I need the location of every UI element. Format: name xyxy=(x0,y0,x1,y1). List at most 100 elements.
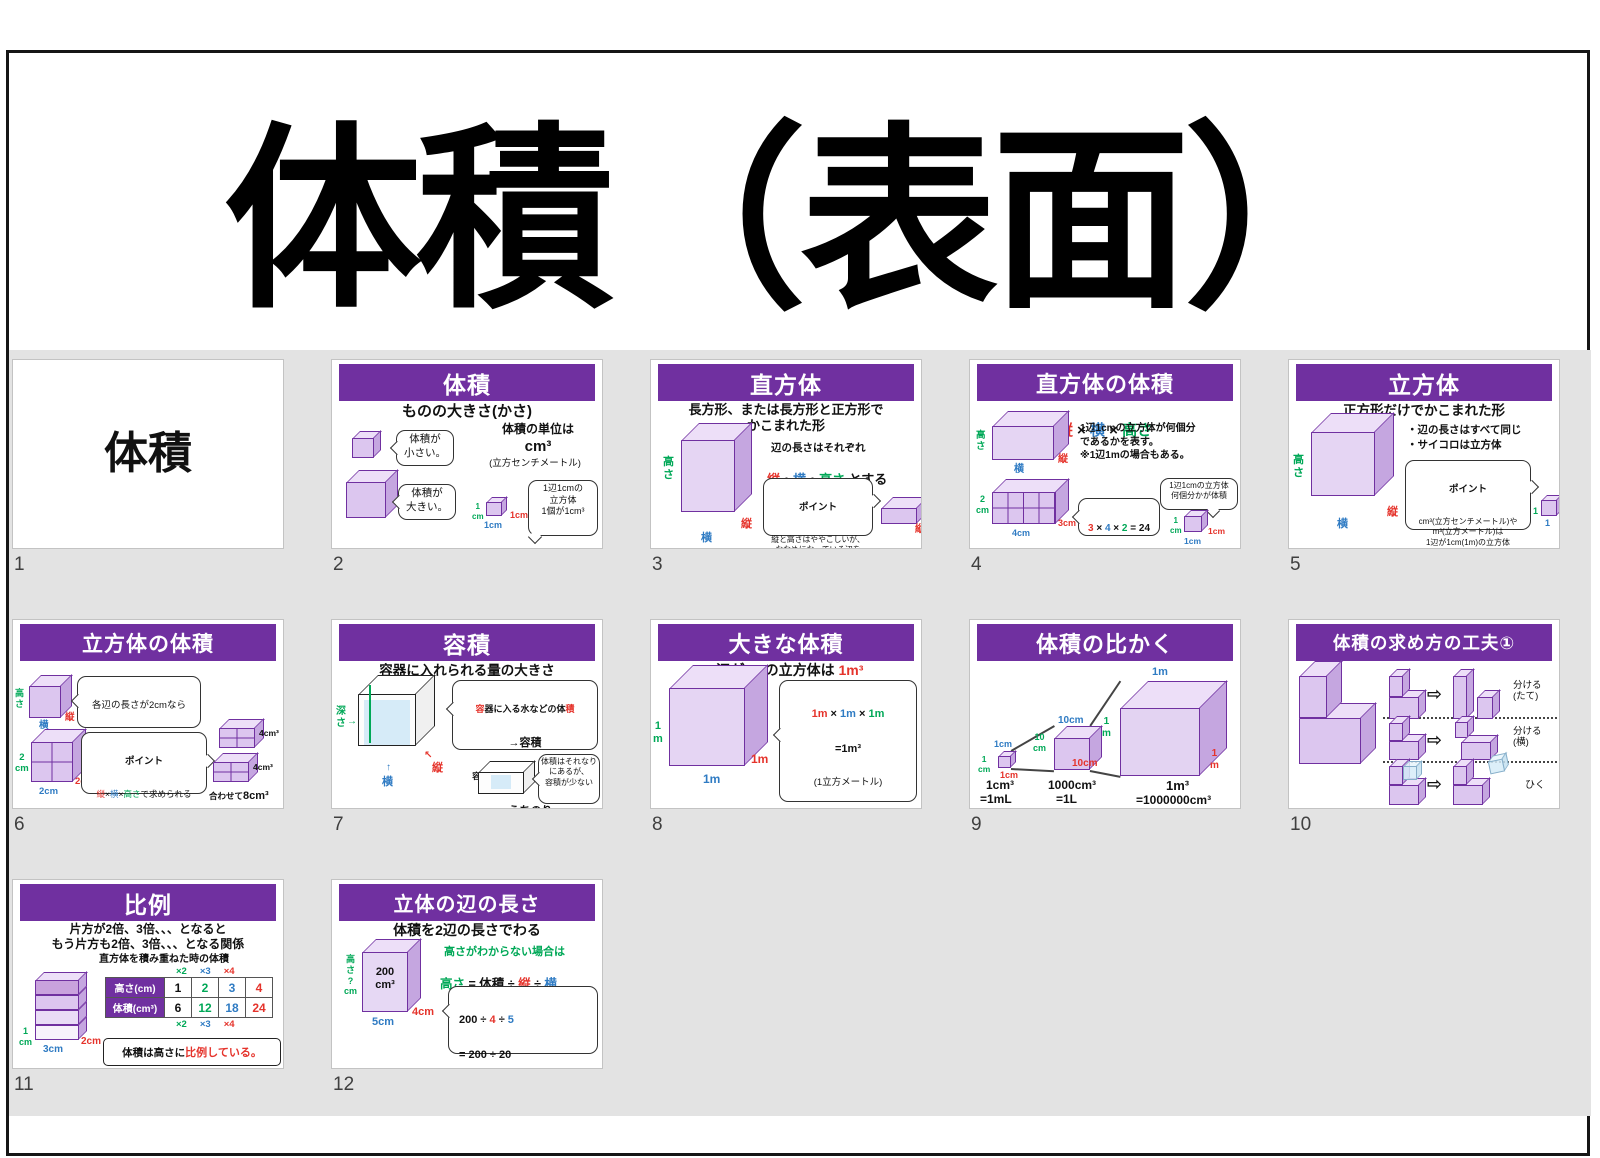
slide12-subtitle: 体積を2辺の長さでわる xyxy=(393,922,541,938)
c2-caption: 1000cm³ xyxy=(1048,778,1097,792)
point-title: ポイント xyxy=(124,755,163,767)
text-run: 比例している。 xyxy=(185,1047,262,1059)
c3-caption2: =1000000cm³ xyxy=(1136,793,1212,807)
example-line1: 各辺の長さが2cmなら xyxy=(92,699,186,711)
mini-l-top xyxy=(1389,676,1403,697)
c2-caption2: =1L xyxy=(1056,792,1078,806)
c1-caption: 1cm³ xyxy=(986,778,1015,792)
slide-number-9: 9 xyxy=(971,814,982,835)
dim-label-blue: 3cm xyxy=(43,1044,64,1055)
slide-number-2: 2 xyxy=(333,554,344,575)
edge-label-blue: 1m xyxy=(703,772,721,786)
slide7-title-bar: 容積 xyxy=(339,624,595,661)
box-volume-label: 200 cm³ xyxy=(375,966,395,992)
slide-thumbnail-2[interactable]: 体積 ものの大きさ(かさ) 体積が 小さい。 体積が 大きい。 体積の単位は c… xyxy=(331,359,603,549)
text-run: × xyxy=(118,788,124,799)
slide8-title-bar: 大きな体積 xyxy=(658,624,914,661)
water-fill xyxy=(364,700,410,745)
dim-label-blue: 4cm xyxy=(1012,528,1031,538)
cell: 12 xyxy=(191,997,219,1018)
text-run: ×2 xyxy=(176,1019,187,1030)
slide-thumbnail-8[interactable]: 大きな体積 1辺が1mの立方体は 1m³ 1 m 1m 1m 1m × 1m ×… xyxy=(650,619,922,809)
slide-thumbnail-1[interactable]: 体積 xyxy=(12,359,284,549)
text-run: × xyxy=(855,707,869,720)
slide4-title-bar: 直方体の体積 xyxy=(977,364,1233,401)
table-row: 高さ(cm) 1 2 3 4 xyxy=(105,977,273,998)
slide1-title: 体積 xyxy=(104,429,192,478)
slide-thumbnail-11[interactable]: 比例 片方が2倍、3倍、、、となると もう片方も2倍、3倍、、、となる関係 直方… xyxy=(12,879,284,1069)
bullet-2: ・サイコロは立方体 xyxy=(1407,439,1502,451)
slide5-title-bar: 立方体 xyxy=(1296,364,1552,401)
conv-line3: (1立方メートル) xyxy=(813,776,883,788)
unit-intro: 体積の単位は xyxy=(501,422,574,436)
edge-label-green: 1 cm xyxy=(1170,516,1182,535)
slide-thumbnail-9[interactable]: 体積の比かく 1cm 1 cm 1cm 10cm 10 cm 10cm 1m 1… xyxy=(969,619,1241,809)
edge-label-blue: 1cm xyxy=(484,520,503,530)
unit-cube-icon xyxy=(486,502,502,516)
width-label: 横 xyxy=(701,532,712,544)
meter-cube-icon xyxy=(1120,708,1200,776)
dim-label-blue: 2cm xyxy=(39,786,59,797)
text-run: = 24 xyxy=(1127,522,1151,534)
point-body: 縦と高さはややこしいが、 ななめになっている辺を 縦とする場合が多い。 xyxy=(771,534,865,548)
text-run: × xyxy=(1072,421,1090,439)
unit-cube-bubble: 1辺1cmの立方体 何個分かが体積 xyxy=(1160,478,1238,510)
tate-label: 縦 xyxy=(432,762,443,774)
dim-label-red: 3cm xyxy=(1058,518,1077,528)
depth-label: 縦 xyxy=(1387,506,1398,518)
depth2-arrow-icon: ↖ xyxy=(424,750,433,761)
slide-thumbnail-6[interactable]: 立方体の体積 1辺 × 1辺 × 1辺 高 さ 横 縦 各辺の長さが2cmなら … xyxy=(12,619,284,809)
unit-cube-icon xyxy=(1184,516,1202,532)
height-label: 高 さ xyxy=(663,456,674,482)
slide12-title-bar: 立体の辺の長さ xyxy=(339,884,595,921)
slide-number-7: 7 xyxy=(333,814,344,835)
calc-line: 3 × 4 × 2 = 24 xyxy=(1081,522,1157,535)
l-shape-bottom xyxy=(1299,718,1361,764)
slide-thumbnail-7[interactable]: 容積 容器に入れられる量の大きさ 深 さ → ↑ 横 ↖ 縦 容器に入る水などの… xyxy=(331,619,603,809)
dim-label-green: 1 cm xyxy=(19,1026,33,1047)
multiplier-row-bottom: ×2×3×4 xyxy=(176,1019,235,1030)
width-label: 横 xyxy=(382,776,393,788)
slide-thumbnail-4[interactable]: 直方体の体積 縦 × 横 × 高さ 高 さ 横 縦 1辺1cmの立方体が何個分 … xyxy=(969,359,1241,549)
text-run: 横 xyxy=(1089,421,1105,439)
description: 1辺1cmの立方体が何個分 であるかを表す。 ※1辺1mの場合もある。 xyxy=(1080,423,1196,461)
bullet-1: ・辺の長さはすべて同じ xyxy=(1407,424,1522,436)
scale-line xyxy=(1089,770,1121,778)
depth-arrow-icon: → xyxy=(347,716,357,727)
slide-number-1: 1 xyxy=(14,554,25,575)
half-cube-icon xyxy=(219,728,255,748)
slide-thumbnail-10[interactable]: 体積の求め方の工夫① ⇨ 分ける (たて) ⇨ 分ける (横) ⇨ ひく xyxy=(1288,619,1560,809)
cap-line2: →容積 xyxy=(508,737,542,750)
width-label: 横 xyxy=(39,720,49,731)
slide6-title-bar: 立方体の体積 xyxy=(20,624,276,661)
shallow-container-icon xyxy=(478,772,524,794)
slide-number-10: 10 xyxy=(1290,814,1312,835)
cell: 3 xyxy=(218,977,246,998)
slide-thumbnail-3[interactable]: 直方体 長方形、または長方形と正方形で かこまれた形 高 さ 横 縦 辺の長さは… xyxy=(650,359,922,549)
slide-thumbnail-12[interactable]: 立体の辺の長さ 体積を2辺の長さでわる 200 cm³ 高 さ ? cm 5cm… xyxy=(331,879,603,1069)
cell: 6 xyxy=(164,997,192,1018)
c2-bottom-label: 10cm xyxy=(1072,758,1098,769)
depth-label: 縦 xyxy=(1058,454,1068,465)
cuboid-diagram xyxy=(992,426,1054,460)
text-run: 横 xyxy=(109,788,119,799)
slide11-title-bar: 比例 xyxy=(20,884,276,921)
slide-thumbnail-5[interactable]: 立方体 正方形だけでかこまれた形 高 さ 横 縦 ・辺の長さはすべて同じ ・サイ… xyxy=(1288,359,1560,549)
multiplier-row-top: ×2×3×4 xyxy=(176,966,235,977)
stack-layer-4 xyxy=(35,1025,79,1040)
point-bubble: ポイント 縦と高さはややこしいが、 ななめになっている辺を 縦とする場合が多い。 xyxy=(763,478,873,548)
text-run: 3 xyxy=(1087,522,1094,534)
capacity-bubble: 容器に入る水などの体積 →容積 容器の内側の縦・横・深さ →うちのり xyxy=(452,680,598,808)
width-label: 横 xyxy=(1014,464,1024,475)
table-row: 体積(cm³) 6 12 18 24 xyxy=(105,997,273,1018)
cube-diagram xyxy=(1311,432,1375,496)
text-run: × xyxy=(1110,522,1122,534)
flat-box-icon xyxy=(881,508,917,524)
c3-left-label: 1 m xyxy=(1102,716,1111,739)
text-run: × xyxy=(827,707,841,720)
depth-label-2: 縦 xyxy=(915,524,921,536)
text-run: × xyxy=(105,788,110,799)
height-label: 高 さ xyxy=(1293,454,1304,480)
height-label: 高 さ xyxy=(15,688,25,709)
